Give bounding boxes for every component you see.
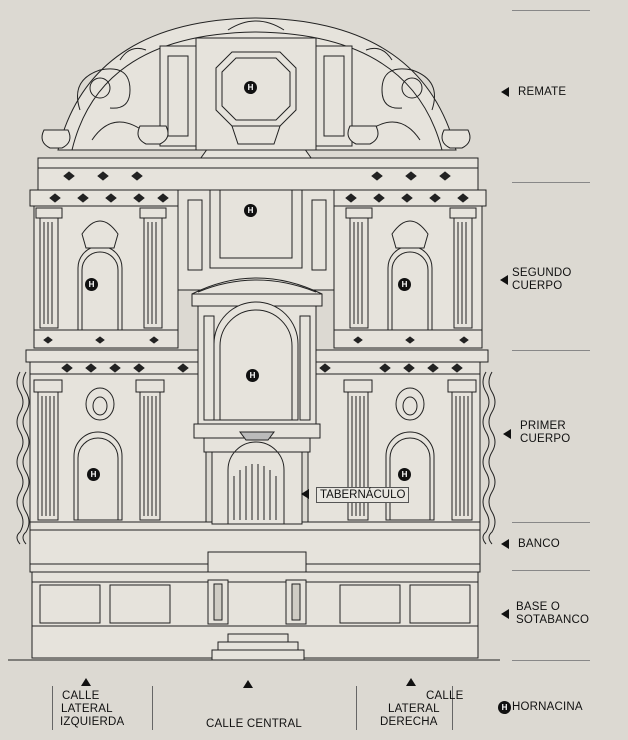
separator-banco-base	[512, 570, 590, 571]
label-base-sotabanco: BASE O SOTABANCO	[516, 601, 589, 627]
separator-remate-segundo	[512, 182, 590, 183]
divider-left-outer	[52, 686, 53, 730]
calle-izq-line1: CALLE	[62, 690, 100, 702]
label-tabernaculo: TABERNÁCULO	[316, 487, 410, 503]
label-primer-line2: CUERPO	[520, 433, 571, 445]
label-remate: REMATE	[518, 86, 567, 98]
calle-der-line2: LATERAL	[388, 703, 440, 715]
central-primer-niche	[213, 301, 299, 421]
calle-derecha-arrow-icon	[406, 678, 416, 686]
calle-der-line3: DERECHA	[380, 716, 438, 728]
calle-der-line1: CALLE	[426, 690, 464, 702]
remate-base	[37, 157, 479, 191]
label-calle-central: CALLE CENTRAL	[206, 718, 302, 730]
label-banco: BANCO	[518, 538, 560, 550]
label-calle-lateral-izquierda: CALLE LATERAL IZQUIERDA	[60, 690, 124, 729]
separator-primer-banco	[512, 522, 590, 523]
calle-izq-line2: LATERAL	[61, 703, 113, 715]
hornacina-marker-central-primer: H	[246, 369, 259, 382]
hornacina-marker-right-primer: H	[398, 468, 411, 481]
hornacina-marker-remate: H	[244, 81, 257, 94]
label-primer-line1: PRIMER	[520, 420, 566, 432]
legend-hornacina-label: HORNACINA	[512, 701, 583, 713]
divider-right-outer	[452, 686, 453, 730]
banco-arrow-icon	[501, 539, 509, 549]
legend-hornacina-icon: H	[498, 701, 511, 714]
calle-izq-line3: IZQUIERDA	[60, 716, 125, 728]
separator-base-bottom	[512, 660, 590, 661]
calle-central-arrow-icon	[243, 680, 253, 688]
label-segundo-line2: CUERPO	[512, 280, 563, 292]
hornacina-marker-left-primer: H	[87, 468, 100, 481]
separator-segundo-primer	[512, 350, 590, 351]
central-pediment	[191, 277, 323, 295]
base-arrow-icon	[501, 609, 509, 619]
primer-cuerpo-arrow-icon	[503, 429, 511, 439]
segundo-cuerpo-arrow-icon	[500, 275, 508, 285]
hornacina-marker-right-segundo: H	[398, 278, 411, 291]
hornacina-marker-left-segundo: H	[85, 278, 98, 291]
remate-arrow-icon	[501, 87, 509, 97]
label-primer-cuerpo: PRIMER CUERPO	[520, 420, 570, 446]
tabernacle-body	[211, 451, 303, 525]
right-segundo-niche	[387, 245, 433, 331]
label-segundo-line1: SEGUNDO	[512, 267, 572, 279]
left-segundo-niche	[77, 245, 123, 331]
label-calle-lateral-derecha: CALLE LATERAL DERECHA	[380, 690, 463, 729]
label-segundo-cuerpo: SEGUNDO CUERPO	[512, 267, 572, 293]
calle-izquierda-arrow-icon	[81, 678, 91, 686]
tabernaculo-arrow-icon	[301, 489, 309, 499]
divider-right-inner	[356, 686, 357, 730]
label-base-line2: SOTABANCO	[516, 614, 590, 626]
hornacina-marker-central-upper: H	[244, 204, 257, 217]
divider-left-inner	[152, 686, 153, 730]
label-base-line1: BASE O	[516, 601, 561, 613]
separator-top	[512, 10, 590, 11]
